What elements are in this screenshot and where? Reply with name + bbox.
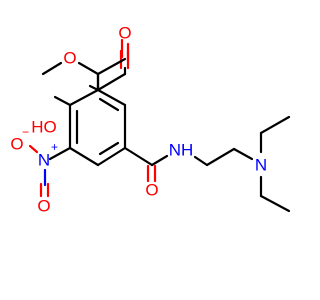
nitro-oxygen-single-label: O (10, 135, 23, 154)
amine-nitrogen-label: N (255, 156, 267, 175)
structure-diagram: O O HO N + O − O O NH N (10, 24, 291, 216)
nitro-nitrogen-charge: + (51, 140, 58, 154)
nitro-oxygen-single-charge: − (22, 125, 29, 139)
nitro-nitrogen-label: N (38, 151, 50, 170)
benzene-ring (68, 88, 127, 167)
ethylene-linker (193, 147, 254, 167)
amide-nh-label: NH (169, 141, 194, 160)
diethyl-groups (259, 115, 291, 213)
ester-ether-oxygen-label: O (63, 49, 76, 68)
hydroxyl-bond (53, 95, 72, 107)
ester-carbonyl-oxygen-label: O (118, 24, 131, 43)
nitro-group (28, 144, 72, 198)
amide-group (123, 146, 169, 183)
nitro-oxygen-double-label: O (37, 197, 50, 216)
ester-bonds (41, 38, 130, 92)
amide-oxygen-label: O (145, 181, 158, 200)
hydroxyl-label: HO (31, 118, 57, 137)
